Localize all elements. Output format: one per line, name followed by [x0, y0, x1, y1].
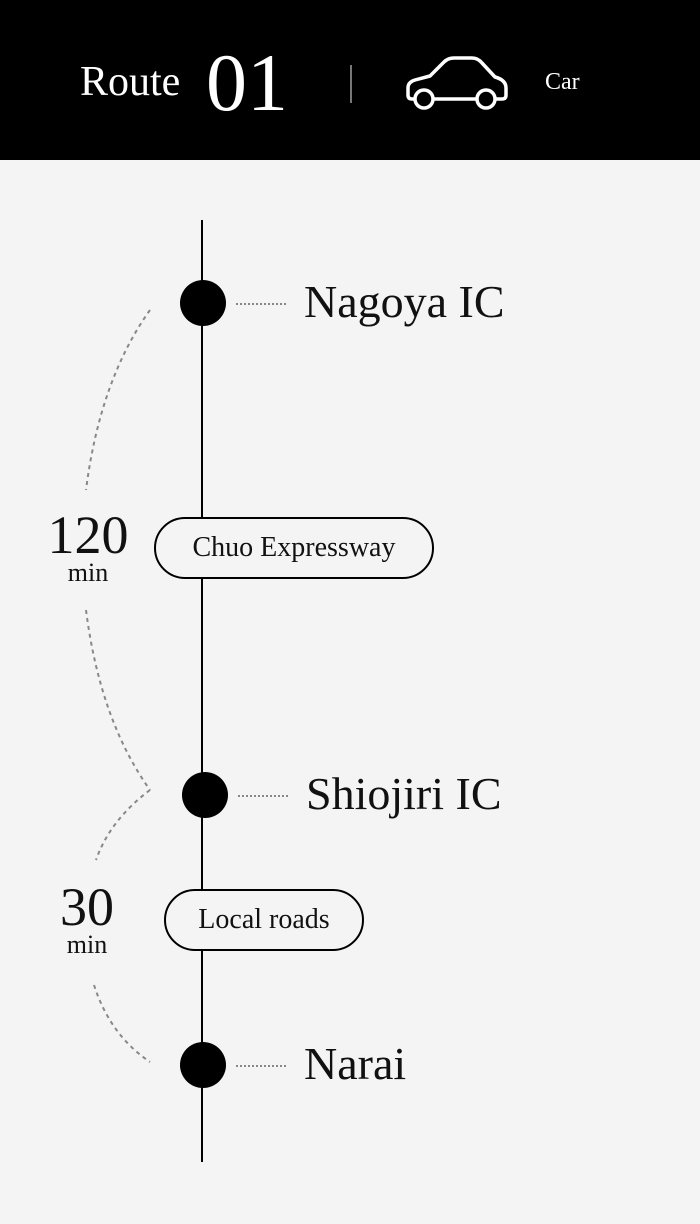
stop-marker — [182, 772, 228, 818]
stop-name: Nagoya IC — [304, 276, 505, 327]
stop-leader — [236, 303, 286, 305]
stop-name: Narai — [304, 1038, 407, 1089]
stop-name: Shiojiri IC — [306, 768, 502, 819]
route-diagram: Nagoya IC Chuo Expressway 120 min Shioji… — [0, 160, 700, 1224]
stop-marker — [180, 280, 226, 326]
segment-duration: 30 min — [37, 877, 137, 959]
duration-value: 120 — [47, 505, 129, 565]
route-number: 01 — [206, 37, 288, 128]
stop-leader — [238, 795, 288, 797]
stop-leader — [236, 1065, 286, 1067]
duration-unit: min — [66, 930, 108, 959]
road-pill: Chuo Expressway — [154, 517, 434, 579]
route-header: Route 01 Car — [0, 0, 700, 160]
bracket-segment-1-lower — [85, 609, 151, 791]
road-pill: Local roads — [164, 889, 364, 951]
bracket-segment-2-lower — [93, 984, 151, 1063]
duration-value: 30 — [60, 877, 114, 937]
bracket-segment-2-upper — [95, 789, 151, 861]
route-label: Route — [80, 59, 181, 105]
route-line — [201, 220, 203, 1162]
mode-label: Car — [545, 69, 580, 95]
bracket-segment-1-upper — [85, 309, 151, 491]
header-divider — [350, 65, 352, 103]
car-icon — [406, 56, 508, 110]
stop-marker — [180, 1042, 226, 1088]
segment-duration: 120 min — [38, 505, 138, 587]
duration-unit: min — [67, 558, 109, 587]
